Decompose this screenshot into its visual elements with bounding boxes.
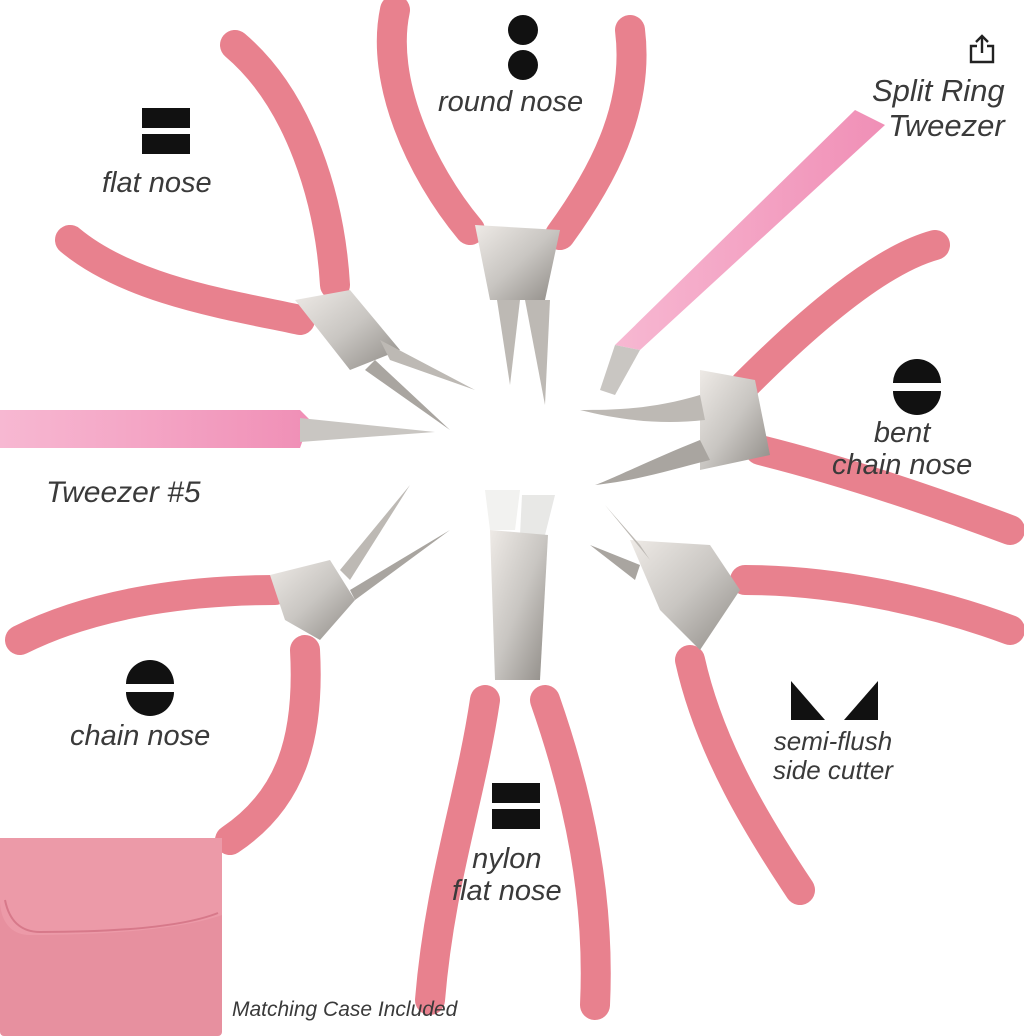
split-circle-icon — [893, 359, 941, 415]
tweezer-5 — [0, 410, 435, 448]
split-circle-icon — [126, 660, 174, 716]
label-round-nose: round nose — [438, 86, 584, 118]
label-bent-chain-nose: bent chain nose — [832, 417, 973, 482]
bent-chain-nose-pliers — [580, 230, 1024, 545]
label-nylon-flat-nose: nylon flat nose — [452, 843, 562, 908]
label-split-ring-tweezer: Split Ring Tweezer — [872, 73, 1005, 143]
label-flat-nose: flat nose — [102, 167, 212, 199]
nylon-flat-nose-pliers — [415, 490, 611, 1020]
cutter-triangles-icon — [791, 681, 878, 720]
semi-flush-side-cutter — [590, 505, 1024, 905]
share-icon — [969, 34, 995, 64]
case-caption: Matching Case Included — [232, 998, 458, 1021]
two-dots-icon — [508, 15, 538, 80]
flat-nose-pliers — [55, 30, 475, 430]
two-bars-icon — [142, 108, 190, 154]
label-chain-nose: chain nose — [70, 720, 211, 752]
label-semi-flush-side-cutter: semi-flush side cutter — [773, 726, 893, 786]
share-button[interactable] — [965, 32, 999, 66]
two-bars-icon — [492, 783, 540, 829]
label-tweezer-5: Tweezer #5 — [46, 476, 201, 509]
matching-case — [0, 838, 222, 1036]
chain-nose-pliers — [5, 485, 450, 855]
round-nose-pliers — [376, 0, 647, 405]
split-ring-tweezer — [600, 110, 885, 395]
